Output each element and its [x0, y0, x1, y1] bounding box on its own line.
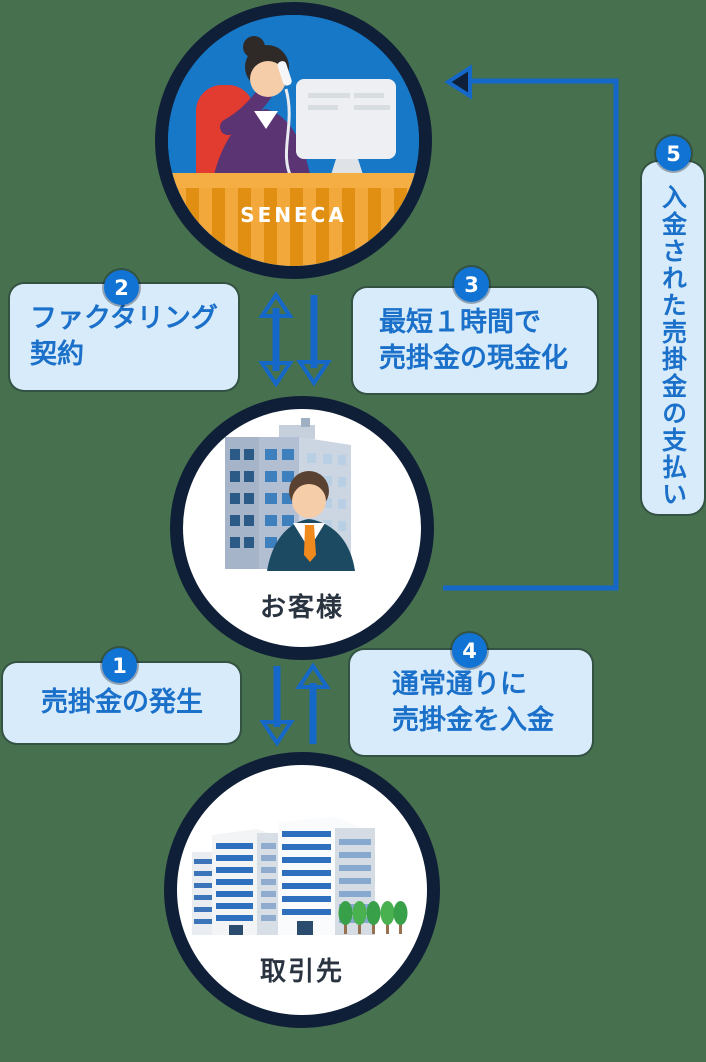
- step2-badge: 2: [104, 270, 139, 305]
- step5-label-box: 入金された売掛金の支払い: [642, 162, 704, 514]
- step3-text-line2: 売掛金の現金化: [379, 342, 568, 374]
- seneca-label: SENECA: [240, 203, 347, 227]
- step1-label-box: 売掛金の発生: [3, 663, 240, 743]
- reception-desk: [168, 173, 419, 266]
- step3-badge: 3: [454, 267, 489, 302]
- step4-text-line2: 売掛金を入金: [392, 704, 554, 736]
- cash-down-arrow: [296, 295, 332, 387]
- step5-vertical-text: 入金された売掛金の支払い: [658, 184, 688, 508]
- step2-text-line1: ファクタリング: [30, 303, 218, 334]
- step3-text-line1: 最短１時間で: [379, 306, 541, 338]
- step1-badge: 1: [102, 648, 137, 683]
- receivable-down-arrow: [259, 666, 295, 747]
- step4-badge: 4: [452, 633, 487, 668]
- customer-label: お客様: [259, 593, 344, 623]
- office-building-illustration: [225, 418, 355, 571]
- partner-node: 取引先: [164, 752, 440, 1028]
- step4-text-line1: 通常通りに: [392, 668, 527, 700]
- partner-buildings-illustration: [192, 817, 408, 935]
- step2-text-line2: 契約: [30, 339, 84, 370]
- receptionist-illustration: [168, 15, 419, 266]
- customer-node: お客様: [170, 396, 434, 660]
- step3-label-box: 最短１時間で 売掛金の現金化: [353, 288, 597, 393]
- trees: [338, 901, 408, 934]
- step4-label-box: 通常通りに 売掛金を入金: [350, 650, 592, 755]
- phone-cord: [284, 88, 294, 180]
- left-tower: [192, 852, 214, 935]
- phone-handset: [277, 61, 292, 86]
- left-building: [212, 829, 280, 935]
- step5-badge: 5: [656, 136, 691, 171]
- contract-two-way-arrow: [258, 291, 294, 388]
- seneca-node: SENECA: [155, 2, 432, 279]
- step1-text-line1: 売掛金の発生: [41, 687, 203, 718]
- deposit-up-arrow: [295, 662, 331, 744]
- partner-label: 取引先: [259, 957, 344, 987]
- businessman: [267, 471, 355, 571]
